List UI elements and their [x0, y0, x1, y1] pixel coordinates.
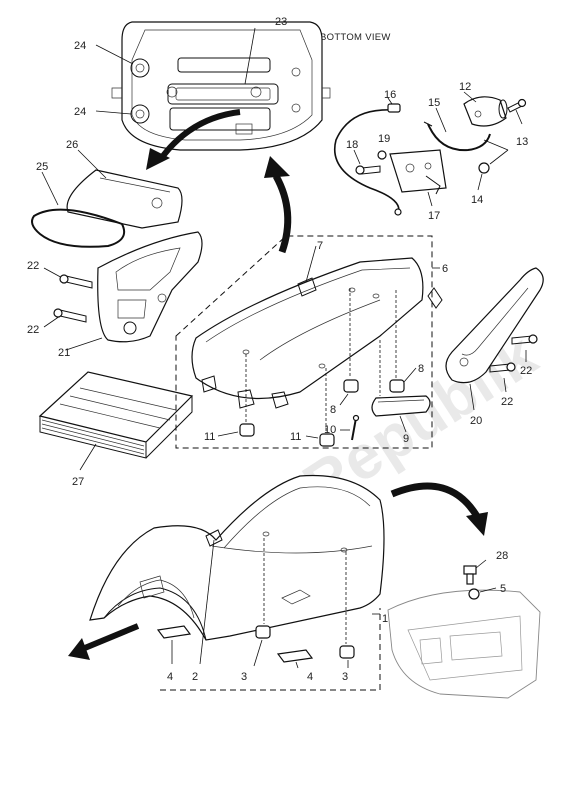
side-cover-part-21 — [97, 231, 203, 343]
callout-19: 19 — [378, 133, 390, 145]
callout-12: 12 — [459, 81, 471, 93]
flip-arrow-right — [390, 482, 482, 520]
grommet-3b — [339, 645, 355, 659]
grommet-3a — [255, 625, 271, 639]
callout-22d: 22 — [501, 396, 513, 408]
seal-ring-part-25 — [31, 208, 126, 248]
grommet-8a — [343, 379, 359, 393]
callout-18: 18 — [346, 139, 358, 151]
callout-11b: 11 — [290, 431, 301, 443]
nut-part-5 — [468, 588, 480, 600]
flip-arrow-up — [272, 174, 292, 254]
seat-bottom-view — [111, 21, 331, 151]
callout-20: 20 — [470, 415, 482, 427]
callout-3a: 3 — [241, 671, 247, 683]
callout-8b: 8 — [418, 363, 424, 375]
plate-4b — [276, 649, 314, 663]
front-direction-arrow — [78, 623, 140, 653]
callout-14: 14 — [471, 194, 483, 206]
callout-16: 16 — [384, 89, 396, 101]
flip-arrow-top — [157, 109, 241, 162]
washer-part-19 — [377, 150, 387, 160]
callout-4a: 4 — [167, 671, 173, 683]
callout-24a: 24 — [74, 40, 86, 52]
callout-22c: 22 — [520, 365, 532, 377]
callout-27: 27 — [72, 476, 84, 488]
rear-frame-ghost — [387, 589, 541, 699]
callout-11a: 11 — [204, 431, 215, 443]
callout-6: 6 — [442, 263, 448, 275]
callout-23: 23 — [275, 16, 287, 28]
callout-25: 25 — [36, 161, 48, 173]
callout-1: 1 — [382, 613, 388, 625]
pad-part-26 — [66, 169, 183, 229]
callout-22a: 22 — [27, 260, 39, 272]
callout-17: 17 — [428, 210, 440, 222]
flip-arrow-right-head — [466, 512, 488, 536]
plate-4a — [156, 625, 192, 639]
side-cover-part-20 — [427, 267, 544, 384]
callout-2: 2 — [192, 671, 198, 683]
owners-manual-part-27 — [38, 371, 194, 459]
flip-arrow-top-head — [146, 148, 170, 170]
assy-box-1 — [160, 608, 381, 691]
callout-24b: 24 — [74, 106, 86, 118]
callout-13: 13 — [516, 136, 528, 148]
callout-5: 5 — [500, 583, 506, 595]
grommet-11b — [319, 433, 335, 447]
callout-10: 10 — [324, 424, 336, 436]
callout-3b: 3 — [342, 671, 348, 683]
flip-arrow-up-head — [264, 156, 290, 178]
callout-8a: 8 — [330, 404, 336, 416]
bolt-part-28 — [463, 565, 477, 585]
callout-9: 9 — [403, 433, 409, 445]
bolt-part-13 — [507, 98, 527, 113]
front-direction-arrow-head — [68, 638, 90, 660]
callout-4b: 4 — [307, 671, 313, 683]
seat-lock-bracket-17 — [389, 149, 447, 195]
callout-21: 21 — [58, 347, 70, 359]
lock-cylinder-part-12 — [463, 96, 508, 127]
seat-lock-cable-16 — [334, 109, 400, 215]
screw-part-10 — [351, 414, 360, 441]
nut-part-14 — [478, 162, 490, 174]
callout-7: 7 — [317, 240, 323, 252]
bottom-view-label: BOTTOM VIEW — [320, 32, 391, 43]
callout-15: 15 — [428, 97, 440, 109]
rear-seat-part-7 — [191, 257, 424, 409]
damper-part-9 — [371, 395, 431, 417]
callout-22b: 22 — [27, 324, 39, 336]
callout-26: 26 — [66, 139, 78, 151]
assy-box-6 — [175, 235, 433, 449]
grommet-8b — [389, 379, 405, 393]
main-seat-part-1 — [89, 474, 385, 641]
grommet-11a — [239, 423, 255, 437]
bolt-part-18 — [355, 165, 381, 175]
callout-28: 28 — [496, 550, 508, 562]
